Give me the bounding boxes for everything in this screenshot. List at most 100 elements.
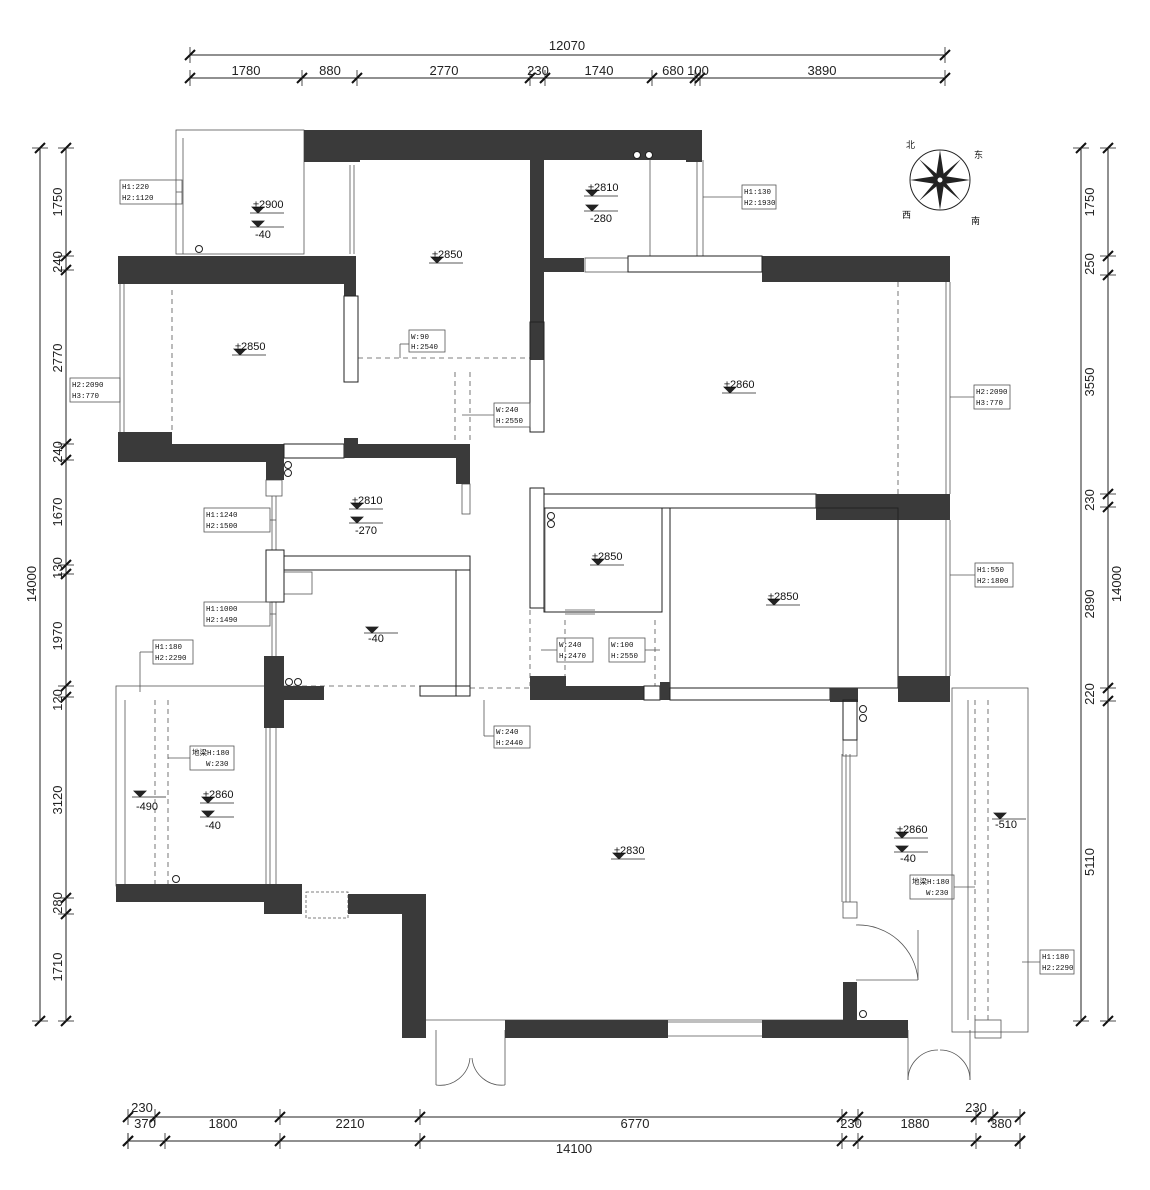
level-mark: -280 (590, 213, 612, 225)
note-line: H1:180 (155, 644, 183, 652)
note-line: H:2440 (496, 740, 524, 748)
dim-bottom-6: 230 (840, 1116, 862, 1131)
dim-left-2: 240 (50, 251, 65, 273)
note-line: H2:2090 (976, 389, 1008, 397)
dim-right-total: 14000 (1109, 566, 1124, 602)
level-symbol (364, 626, 398, 634)
level-symbol (232, 348, 266, 356)
note-line: W:230 (926, 890, 949, 898)
note-line: H1:220 (122, 184, 150, 192)
dim-right-7: 5110 (1082, 848, 1097, 876)
note-line: 地梁H:180 (192, 747, 230, 758)
dim-right-6: 220 (1082, 683, 1097, 705)
dim-bottom-3: 1800 (209, 1116, 238, 1131)
note-line: W:230 (206, 761, 229, 769)
compass-south: 南 (971, 215, 980, 227)
level-symbol (722, 386, 756, 394)
level-mark: -40 (368, 633, 384, 645)
dim-left-total: 14000 (24, 566, 39, 602)
level-mark: -490 (136, 801, 158, 813)
dim-right-2: 250 (1082, 253, 1097, 275)
note-line: H3:770 (72, 393, 100, 401)
level-symbol (992, 812, 1026, 820)
dimension-lines (32, 47, 1116, 1149)
note-line: H:2470 (559, 653, 587, 661)
level-symbol (611, 852, 645, 860)
note-line: H2:1490 (206, 617, 238, 625)
compass-north: 北 (906, 140, 915, 151)
compass-west: 西 (902, 210, 911, 221)
level-mark: ±2850 (432, 249, 463, 261)
level-mark: ±2830 (614, 845, 645, 857)
note-line: H1:130 (744, 189, 772, 197)
dim-left-6: 130 (50, 557, 65, 579)
dim-bottom-4: 2210 (336, 1116, 365, 1131)
note-line: W:240 (496, 729, 519, 737)
note-line: H2:2090 (72, 382, 104, 390)
dim-bottom-9: 380 (990, 1116, 1012, 1131)
dim-top-5: 1740 (585, 63, 614, 78)
dim-bottom-total: 14100 (556, 1141, 592, 1156)
dim-left-3: 2770 (50, 344, 65, 373)
level-symbol (584, 204, 618, 212)
note-line: H2:1930 (744, 200, 776, 208)
level-symbol (766, 598, 800, 606)
level-mark: -40 (255, 229, 271, 241)
fixtures (172, 151, 867, 1018)
notes: H1:220 H2:1120 H1:130 H2:1930 W:90 H:254… (72, 184, 1074, 973)
note-line: W:240 (559, 642, 582, 650)
note-line: H2:2290 (155, 655, 187, 663)
dim-right-4: 230 (1082, 489, 1097, 511)
dim-top-1: 1780 (232, 63, 261, 78)
level-mark: ±2850 (592, 551, 623, 563)
level-labels: ±2900 -40 ±2850 ±2810 -280 ±2850 ±2860 ±… (136, 182, 1017, 865)
note-line: H2:1800 (977, 578, 1009, 586)
level-symbol (200, 796, 234, 804)
level-mark: -40 (205, 820, 221, 832)
left-dim-labels: 14000 1750 240 2770 240 1670 130 1970 12… (24, 188, 65, 982)
dim-right-1: 1750 (1082, 188, 1097, 217)
compass-east: 东 (974, 149, 983, 161)
dim-top-3: 2770 (430, 63, 459, 78)
compass-icon: 北 东 西 南 (902, 140, 983, 227)
level-symbol (132, 790, 166, 798)
level-symbol (429, 256, 463, 264)
dim-left-10: 280 (50, 892, 65, 914)
dim-top-4: 230 (527, 63, 549, 78)
note-line: H2:2290 (1042, 965, 1074, 973)
dim-top-7: 100 (687, 63, 709, 78)
level-symbol (894, 845, 928, 853)
level-symbol (250, 206, 284, 214)
dim-top-2: 880 (319, 63, 341, 78)
dim-left-1: 1750 (50, 188, 65, 217)
note-line: H:2550 (611, 653, 639, 661)
note-line: H1:1000 (206, 606, 238, 614)
level-mark: ±2850 (768, 591, 799, 603)
dim-right-3: 3550 (1082, 368, 1097, 397)
note-line: H1:1240 (206, 512, 238, 520)
dim-bottom-7: 1880 (901, 1116, 930, 1131)
note-line: H2:1500 (206, 523, 238, 531)
dim-left-8: 120 (50, 689, 65, 711)
note-line: H2:1120 (122, 195, 154, 203)
level-symbol (590, 558, 624, 566)
level-mark: -270 (355, 525, 377, 537)
level-symbol (200, 810, 234, 818)
dim-left-9: 3120 (50, 786, 65, 815)
note-line: H1:180 (1042, 954, 1070, 962)
level-mark: ±2810 (352, 495, 383, 507)
level-mark: ±2860 (897, 824, 928, 836)
dim-bottom-2: 230 (131, 1100, 153, 1115)
dim-left-7: 1970 (50, 622, 65, 651)
dim-top-8: 3890 (808, 63, 837, 78)
dim-right-5: 2890 (1082, 590, 1097, 619)
dim-bottom-1: 370 (134, 1116, 156, 1131)
dim-left-11: 1710 (50, 953, 65, 982)
note-leaders (69, 179, 1075, 975)
level-mark: -510 (995, 819, 1017, 831)
level-symbol (349, 516, 383, 524)
note-line: W:240 (496, 407, 519, 415)
dim-bottom-5: 6770 (621, 1116, 650, 1131)
dim-left-4: 240 (50, 441, 65, 463)
